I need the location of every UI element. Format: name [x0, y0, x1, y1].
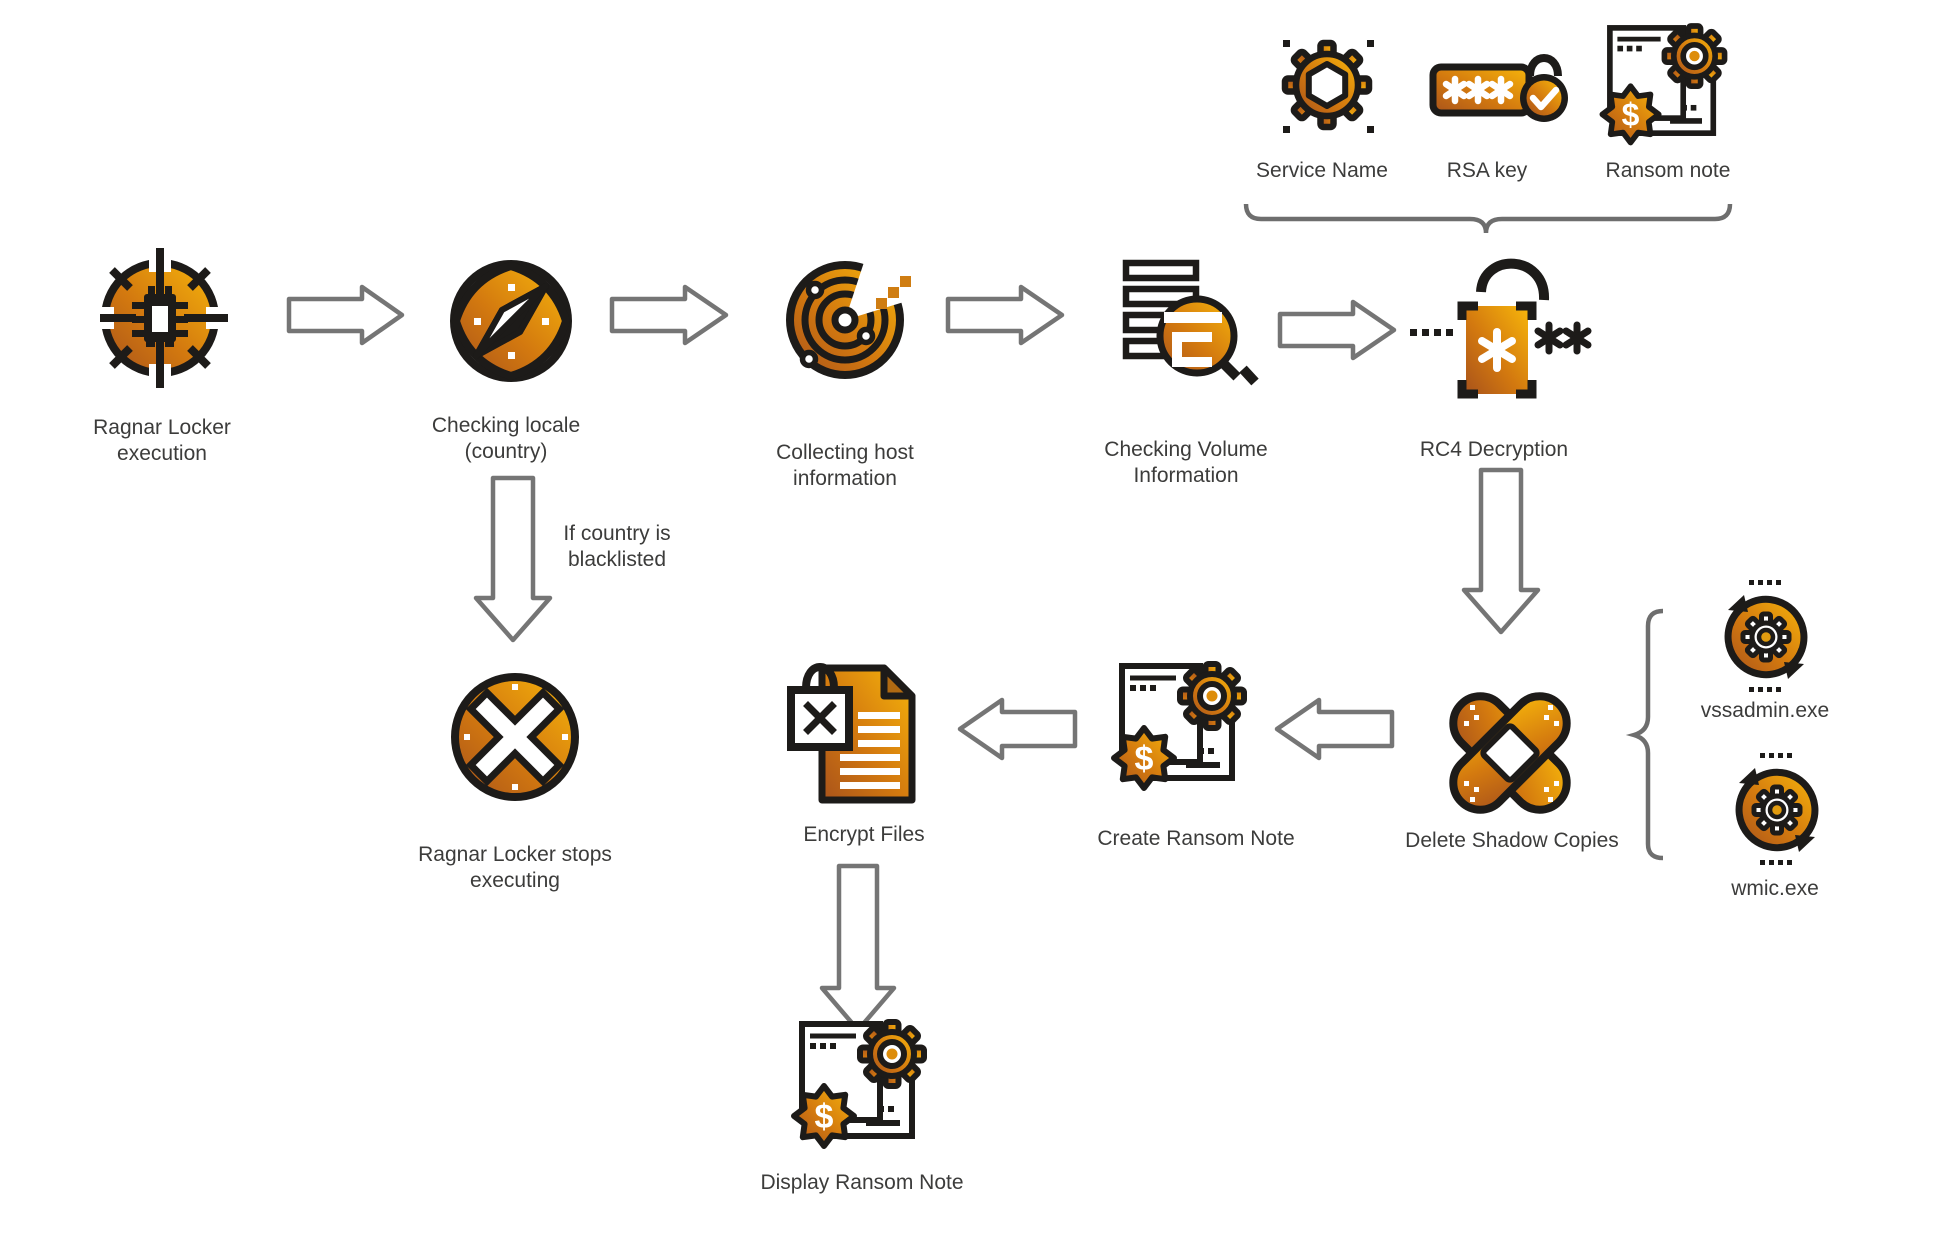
arrow-left-note-to-encrypt	[957, 697, 1078, 761]
arrow-down-encrypt	[819, 863, 897, 1033]
rsa-key-icon	[1429, 54, 1568, 122]
radar-icon	[786, 250, 917, 379]
arrow-down-blacklist	[473, 475, 553, 643]
arrow-down-rc4	[1461, 467, 1541, 635]
arrow-left-shadow-to-note	[1274, 697, 1395, 761]
arrow-right-3	[945, 284, 1065, 346]
label-legend-rsa-key: RSA key	[1446, 159, 1528, 182]
label-stops-executing: Ragnar Locker stops executing	[418, 843, 612, 892]
stop-execution-icon	[451, 673, 579, 801]
label-rc4-decryption: RC4 Decryption	[1419, 438, 1569, 461]
label-blacklist-condition: If country is blacklisted	[563, 522, 671, 571]
delete-shadow-copies-icon	[1449, 692, 1571, 814]
label-delete-shadow-copies: Delete Shadow Copies	[1405, 829, 1619, 852]
arrow-right-2	[609, 284, 729, 346]
label-display-ransom-note: Display Ransom Note	[760, 1171, 964, 1194]
arrow-right-4	[1277, 299, 1397, 361]
display-ransom-note-icon	[794, 1022, 924, 1146]
brace-shadow-copy-tools	[1625, 608, 1664, 861]
wmic-process-icon	[1739, 753, 1815, 865]
ransom-note-icon	[1602, 26, 1724, 143]
encrypt-files-icon	[787, 663, 916, 804]
label-legend-ransom-note: Ransom note	[1605, 159, 1731, 182]
service-name-icon	[1281, 39, 1374, 133]
label-checking-locale: Checking locale (country)	[431, 414, 581, 463]
flow-arrows	[286, 284, 1541, 1033]
asterisks-black	[1534, 321, 1592, 355]
label-vssadmin-exe: vssadmin.exe	[1700, 699, 1830, 722]
label-wmic-exe: wmic.exe	[1731, 877, 1819, 900]
label-checking-volume: Checking Volume Information	[1104, 438, 1268, 487]
create-ransom-note-icon	[1114, 664, 1244, 788]
arrow-right-1	[286, 284, 405, 346]
label-collecting-host: Collecting host information	[776, 441, 914, 490]
compass-icon	[450, 260, 572, 382]
asterisk-white	[1478, 328, 1516, 372]
label-encrypt-files: Encrypt Files	[803, 823, 925, 846]
label-legend-service-name: Service Name	[1256, 159, 1388, 182]
vssadmin-process-icon	[1728, 580, 1804, 692]
label-create-ransom-note: Create Ransom Note	[1097, 827, 1295, 850]
ragnar-execution-icon	[96, 248, 228, 388]
volume-info-icon	[1122, 259, 1259, 386]
brace-rc4-inputs	[1243, 203, 1733, 234]
rc4-decryption-icon	[1410, 258, 1592, 399]
label-ragnar-execution: Ragnar Locker execution	[93, 416, 231, 465]
